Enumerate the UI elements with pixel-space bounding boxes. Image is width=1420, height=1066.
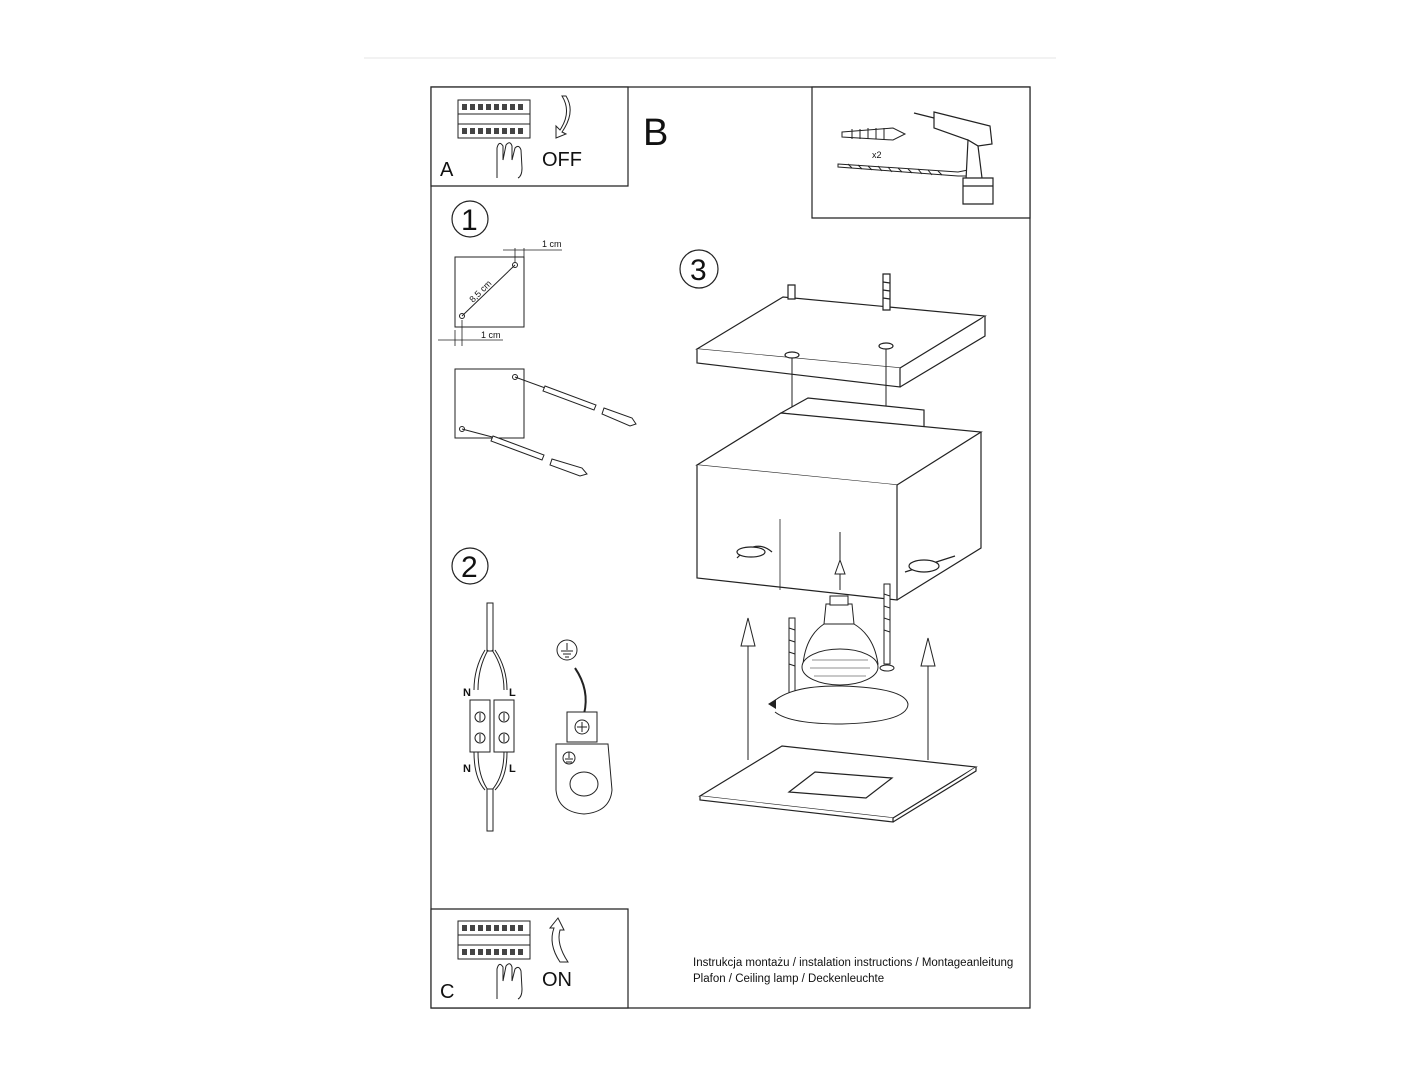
- cover-plate: [700, 746, 976, 822]
- step-3-number: 3: [690, 254, 707, 287]
- section-a-letter: A: [440, 159, 454, 181]
- wall-plug-icon: [842, 128, 905, 140]
- mounting-template: [455, 257, 524, 327]
- top-offset-label: 1 cm: [542, 239, 562, 249]
- live-top-label: L: [509, 687, 516, 699]
- lamp-cable-bottom: [474, 752, 507, 831]
- gu10-bulb-icon: [802, 596, 878, 685]
- step-2-wiring: 2 N L N L: [452, 548, 612, 831]
- breaker-panel-on-icon: [458, 921, 530, 959]
- diagonal-measure-line: [462, 265, 515, 316]
- tools-box: x2: [812, 87, 1030, 218]
- main-frame: [431, 87, 1030, 1008]
- step-1-drilling-template: 1 8,5 cm 1 cm 1 cm: [438, 201, 636, 476]
- power-off-label: OFF: [542, 149, 582, 171]
- terminal-block-icon: [470, 700, 514, 752]
- step-2-badge: [452, 548, 488, 584]
- mounting-plate: [697, 274, 985, 387]
- live-bottom-label: L: [509, 763, 516, 775]
- step-2-number: 2: [461, 551, 478, 584]
- step-3-badge: [680, 250, 718, 288]
- step-3-assembly: 3: [680, 250, 985, 822]
- footer-product-type: Plafon / Ceiling lamp / Deckenleuchte: [693, 973, 884, 985]
- footer-instructions-title: Instrukcja montażu / instalation instruc…: [693, 957, 1013, 969]
- assembly-arrows: [741, 532, 935, 760]
- switch-down-arrow-icon: [556, 96, 570, 138]
- mains-cable-top: [474, 603, 507, 690]
- hand-on-icon: [497, 964, 522, 999]
- lamp-housing: [697, 398, 981, 600]
- breaker-panel-icon: [458, 100, 530, 138]
- neutral-top-label: N: [463, 687, 471, 699]
- template-with-plugs: [455, 369, 524, 438]
- fixing-screw-right-icon: [880, 584, 894, 671]
- wall-plug-lower-icon: [462, 429, 587, 476]
- switch-up-arrow-icon: [550, 918, 568, 962]
- quantity-label: x2: [872, 150, 882, 160]
- earth-connection: [556, 640, 612, 814]
- power-on-label: ON: [542, 969, 572, 991]
- step-1-badge: [452, 201, 488, 237]
- section-c-power-on: C ON: [431, 909, 628, 1008]
- wall-plug-upper-icon: [515, 377, 636, 426]
- section-c-letter: C: [440, 981, 454, 1003]
- section-b-letter: B: [643, 112, 668, 154]
- step-1-number: 1: [461, 204, 478, 237]
- rotation-ring: [772, 686, 908, 724]
- hand-icon: [497, 143, 522, 178]
- bottom-offset-label: 1 cm: [481, 330, 501, 340]
- drill-icon: [914, 112, 993, 204]
- section-a-power-off: A OFF: [431, 87, 628, 186]
- rotate-arrow-icon: [768, 699, 776, 709]
- neutral-bottom-label: N: [463, 763, 471, 775]
